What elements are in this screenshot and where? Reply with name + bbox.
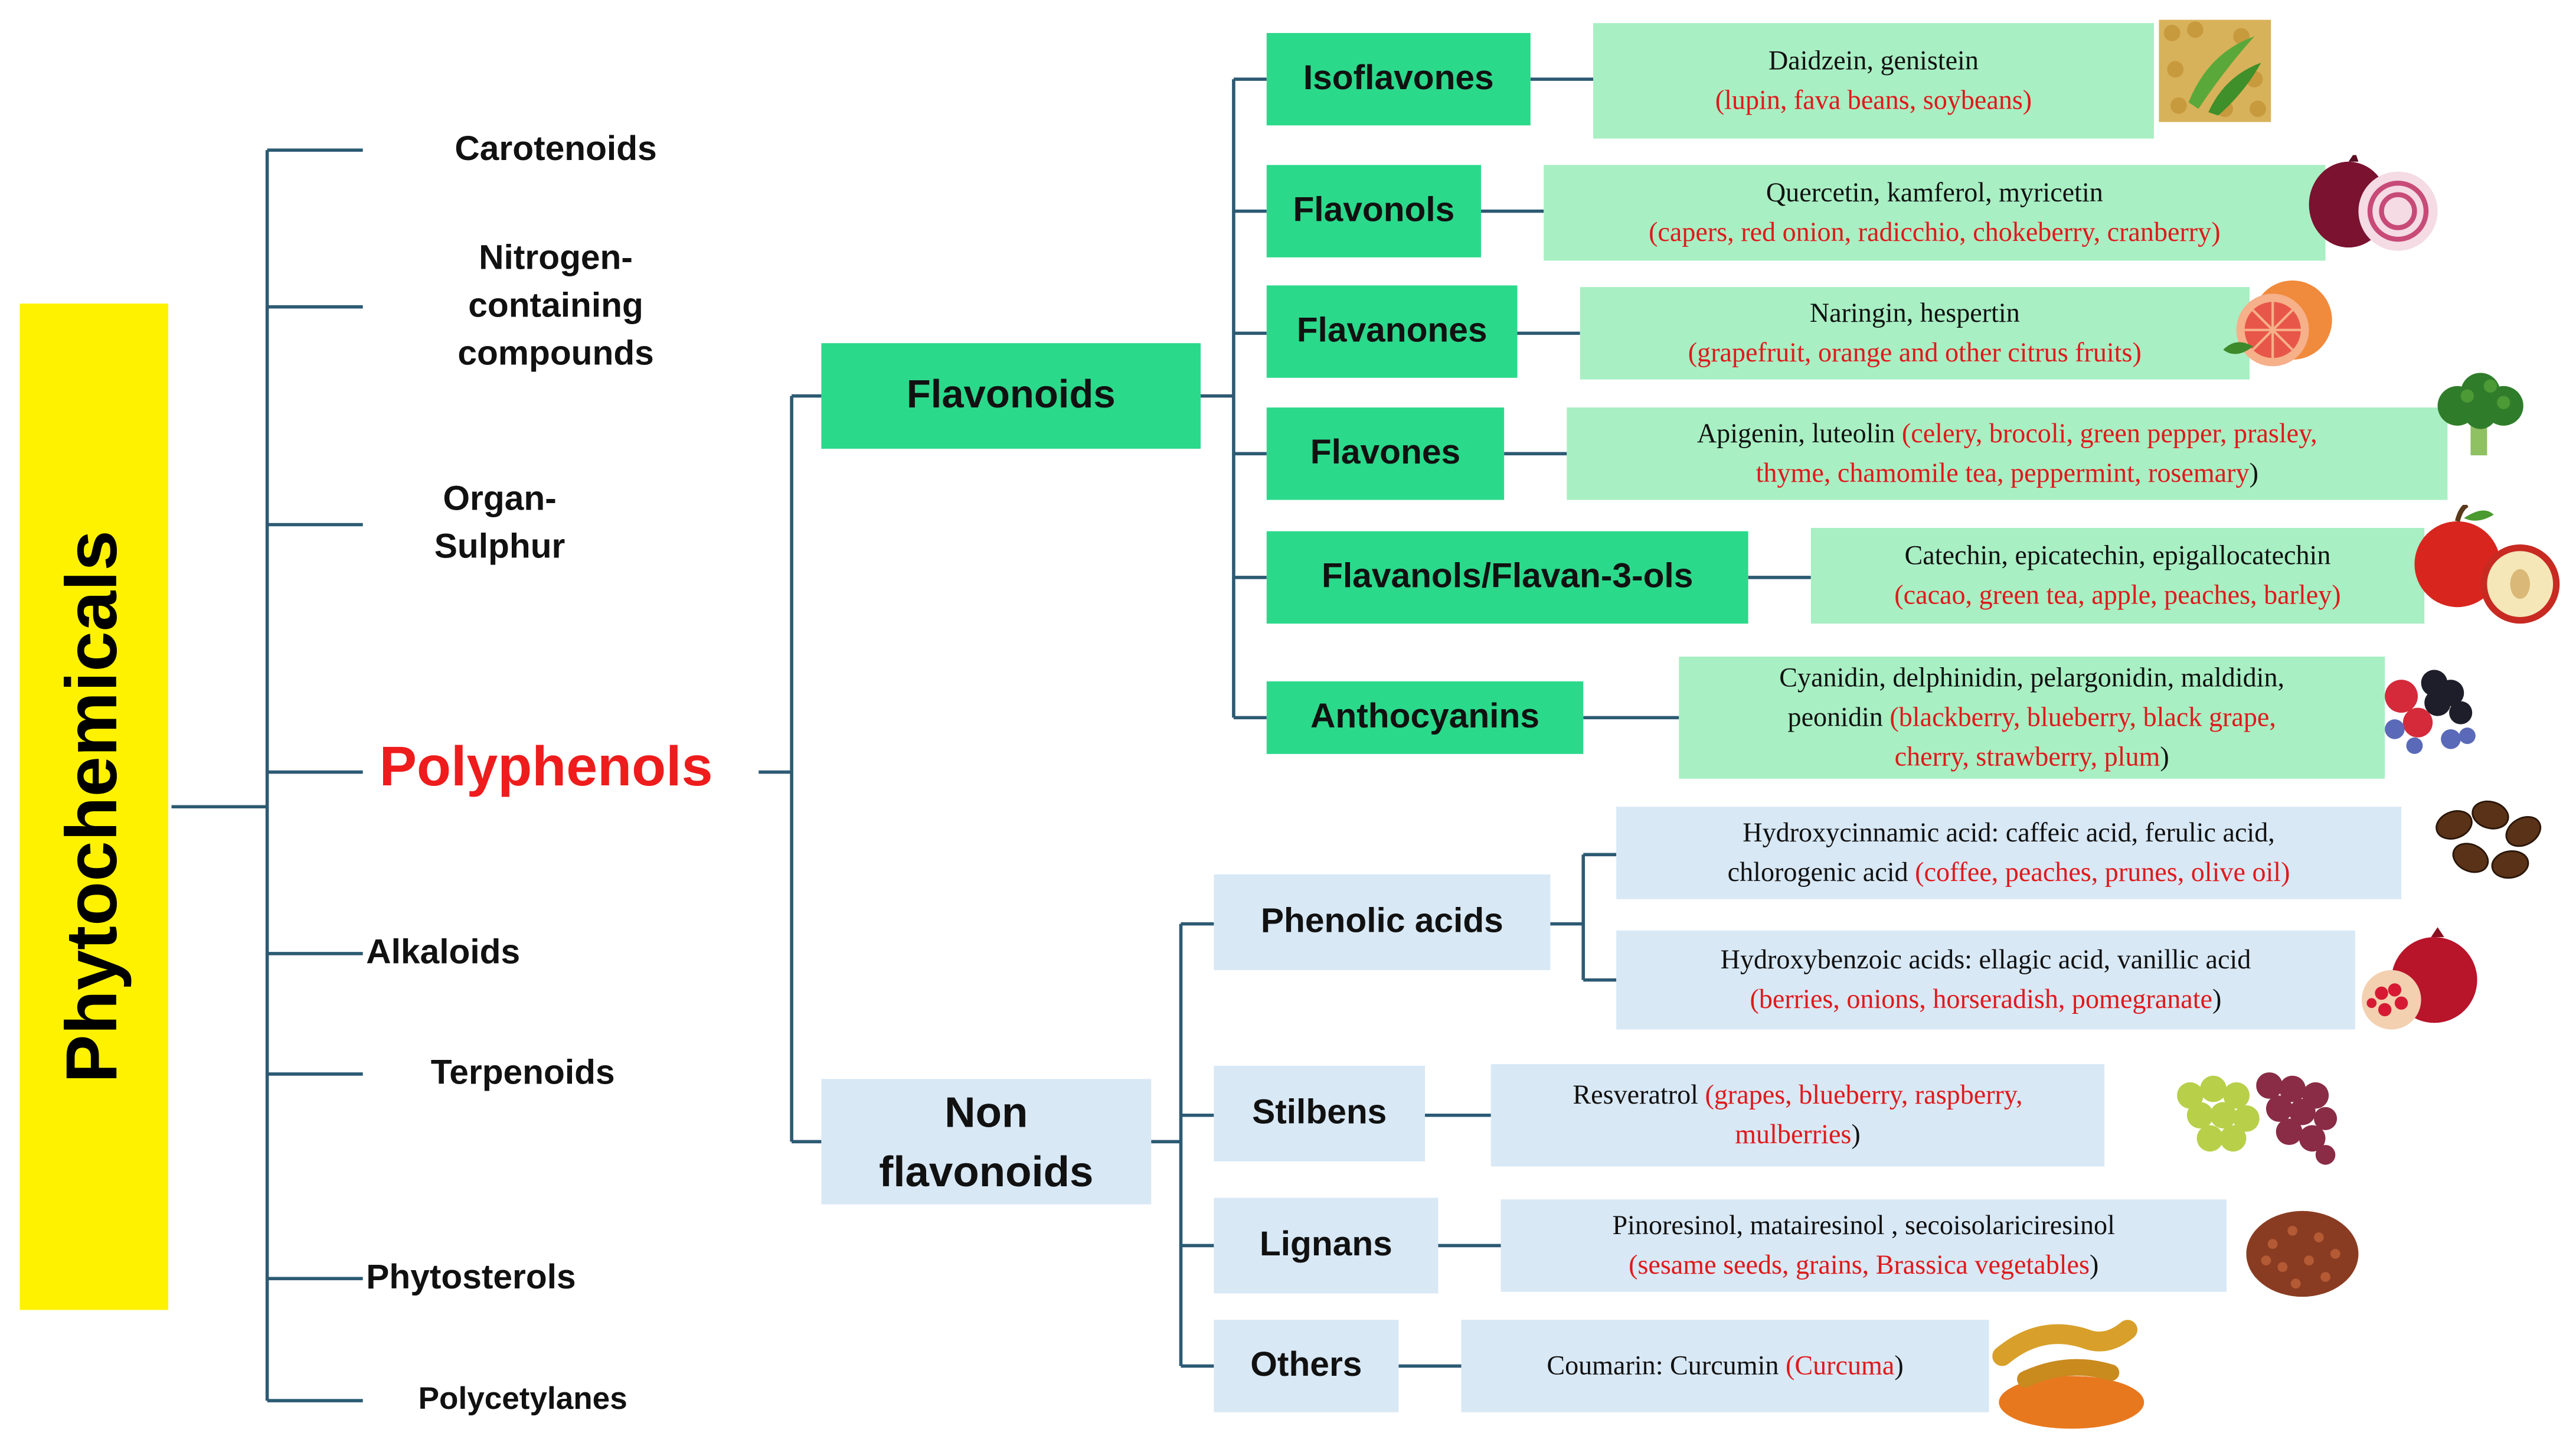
hydroxybenzoic-sources: (berries, onions, horseradish, pomegrana… bbox=[1750, 983, 2213, 1015]
lignans-compounds: Pinoresinol, matairesinol , secoisolaric… bbox=[1612, 1209, 2115, 1241]
others-compounds: Coumarin: Curcumin bbox=[1547, 1349, 1779, 1381]
non-flavonoids-box: Non flavonoids bbox=[821, 1079, 1152, 1205]
hydroxycinnamic-compounds-line1: Hydroxycinnamic acid: caffeic acid, feru… bbox=[1743, 817, 2275, 849]
lignans-close-paren: ) bbox=[2089, 1249, 2099, 1281]
flavones-sources-line2: thyme, chamomile tea, peppermint, rosema… bbox=[1756, 456, 2250, 489]
phytochemicals-root-box: Phytochemicals bbox=[19, 304, 168, 1310]
class-organ-sulphur: Organ- Sulphur bbox=[434, 480, 565, 566]
phenolic-acids-box: Phenolic acids bbox=[1214, 874, 1551, 970]
flavanones-info: Naringin, hespertin (grapefruit, orange … bbox=[1580, 287, 2250, 380]
flavanols-sources: (cacao, green tea, apple, peaches, barle… bbox=[1894, 579, 2341, 611]
turmeric-image bbox=[1992, 1320, 2145, 1429]
isoflavones-info: Daidzein, genistein (lupin, fava beans, … bbox=[1593, 23, 2154, 139]
flavonols-sources: (capers, red onion, radicchio, chokeberr… bbox=[1649, 216, 2221, 248]
others-label: Others bbox=[1250, 1346, 1362, 1385]
hydroxycinnamic-info: Hydroxycinnamic acid: caffeic acid, feru… bbox=[1616, 807, 2402, 899]
class-terpenoids: Terpenoids bbox=[430, 1054, 615, 1092]
flavones-sources-line1: (celery, brocoli, green pepper, prasley, bbox=[1901, 417, 2317, 449]
hydroxybenzoic-info: Hydroxybenzoic acids: ellagic acid, vani… bbox=[1616, 930, 2355, 1030]
anthocyanins-compounds-line2: peonidin bbox=[1787, 701, 1883, 733]
seeds-image bbox=[2246, 1210, 2359, 1297]
coffee-beans-image bbox=[2436, 800, 2542, 879]
flavanones-sources: (grapefruit, orange and other citrus fru… bbox=[1688, 336, 2142, 368]
anthocyanins-box: Anthocyanins bbox=[1266, 681, 1584, 754]
flavonols-compounds: Quercetin, kamferol, myricetin bbox=[1766, 176, 2103, 208]
apple-image bbox=[2414, 504, 2560, 624]
soybean-pods-image bbox=[2159, 19, 2271, 122]
isoflavones-box: Isoflavones bbox=[1266, 32, 1531, 126]
stilbens-box: Stilbens bbox=[1214, 1065, 1426, 1161]
flavones-label: Flavones bbox=[1310, 433, 1461, 472]
flavanones-compounds: Naringin, hespertin bbox=[1809, 296, 2020, 329]
flavones-compounds: Apigenin, luteolin bbox=[1696, 417, 1895, 449]
phenolic-acids-label: Phenolic acids bbox=[1260, 902, 1503, 941]
grapes-image bbox=[2177, 1072, 2338, 1165]
stilbens-label: Stilbens bbox=[1252, 1094, 1387, 1132]
non-flavonoids-label-line1: Non bbox=[944, 1087, 1028, 1137]
others-sources: (Curcuma bbox=[1785, 1349, 1895, 1381]
lignans-box: Lignans bbox=[1214, 1197, 1439, 1294]
anthocyanins-info: Cyanidin, delphinidin, pelargonidin, mal… bbox=[1679, 657, 2385, 779]
flavonoids-label: Flavonoids bbox=[906, 373, 1116, 417]
flavanols-label: Flavanols/Flavan-3-ols bbox=[1322, 557, 1694, 596]
stilbens-compounds: Resveratrol bbox=[1573, 1079, 1698, 1111]
lignans-sources: (sesame seeds, grains, Brassica vegetabl… bbox=[1629, 1249, 2090, 1281]
flavonols-info: Quercetin, kamferol, myricetin (capers, … bbox=[1544, 165, 2326, 261]
class-phytosterols: Phytosterols bbox=[366, 1258, 576, 1297]
flavanols-compounds: Catechin, epicatechin, epigallocatechin bbox=[1904, 539, 2331, 571]
grapefruit-image bbox=[2223, 280, 2332, 367]
flavanones-box: Flavanones bbox=[1266, 285, 1518, 378]
broccoli-image bbox=[2437, 373, 2523, 456]
flavones-info: Apigenin, luteolin (celery, brocoli, gre… bbox=[1567, 407, 2448, 500]
anthocyanins-compounds-line1: Cyanidin, delphinidin, pelargonidin, mal… bbox=[1779, 661, 2285, 693]
flavonols-label: Flavonols bbox=[1293, 191, 1455, 230]
stilbens-sources-line2: mulberries bbox=[1735, 1118, 1852, 1150]
flavanols-info: Catechin, epicatechin, epigallocatechin … bbox=[1810, 528, 2425, 624]
lignans-info: Pinoresinol, matairesinol , secoisolaric… bbox=[1501, 1199, 2227, 1292]
others-close-paren: ) bbox=[1894, 1349, 1904, 1381]
others-info: Coumarin: Curcumin (Curcuma) bbox=[1461, 1320, 1989, 1412]
hydroxycinnamic-compounds-line2: chlorogenic acid bbox=[1727, 856, 1908, 888]
polyphenols-label: Polyphenols bbox=[379, 736, 713, 799]
anthocyanins-label: Anthocyanins bbox=[1310, 697, 1539, 736]
stilbens-sources-line1: (grapes, blueberry, raspberry, bbox=[1705, 1079, 2023, 1111]
flavanols-box: Flavanols/Flavan-3-ols bbox=[1266, 531, 1748, 624]
flavones-close-paren: ) bbox=[2249, 456, 2258, 489]
hydroxybenzoic-close-paren: ) bbox=[2212, 983, 2222, 1015]
stilbens-info: Resveratrol (grapes, blueberry, raspberr… bbox=[1490, 1064, 2105, 1167]
root-label: Phytochemicals bbox=[53, 530, 134, 1084]
flavanones-label: Flavanones bbox=[1296, 312, 1488, 350]
class-polycetylanes: Polycetylanes bbox=[418, 1382, 627, 1418]
isoflavones-label: Isoflavones bbox=[1303, 59, 1494, 97]
isoflavones-sources: (lupin, fava beans, soybeans) bbox=[1715, 84, 2032, 116]
hydroxybenzoic-compounds: Hydroxybenzoic acids: ellagic acid, vani… bbox=[1720, 944, 2251, 975]
flavonoids-box: Flavonoids bbox=[821, 343, 1201, 449]
class-alkaloids: Alkaloids bbox=[366, 934, 521, 972]
anthocyanins-sources-line3: cherry, strawberry, plum bbox=[1894, 740, 2160, 772]
class-carotenoids: Carotenoids bbox=[455, 130, 657, 168]
flavonols-box: Flavonols bbox=[1266, 165, 1482, 257]
anthocyanins-close-paren: ) bbox=[2160, 740, 2169, 772]
anthocyanins-sources-line2: (blackberry, blueberry, black grape, bbox=[1889, 701, 2276, 733]
stilbens-close-paren: ) bbox=[1851, 1118, 1861, 1150]
red-onion-image bbox=[2309, 155, 2438, 251]
mixed-berries-image bbox=[2385, 670, 2476, 754]
lignans-label: Lignans bbox=[1259, 1225, 1392, 1264]
non-flavonoids-label-line2: flavonoids bbox=[879, 1146, 1094, 1196]
class-nitrogen-compounds: Nitrogen- containing compounds bbox=[457, 239, 654, 373]
flavones-box: Flavones bbox=[1266, 407, 1505, 500]
isoflavones-compounds: Daidzein, genistein bbox=[1768, 44, 1979, 76]
pomegranate-image bbox=[2362, 927, 2477, 1030]
others-box: Others bbox=[1214, 1320, 1399, 1412]
hydroxycinnamic-sources: (coffee, peaches, prunes, olive oil) bbox=[1915, 856, 2290, 888]
